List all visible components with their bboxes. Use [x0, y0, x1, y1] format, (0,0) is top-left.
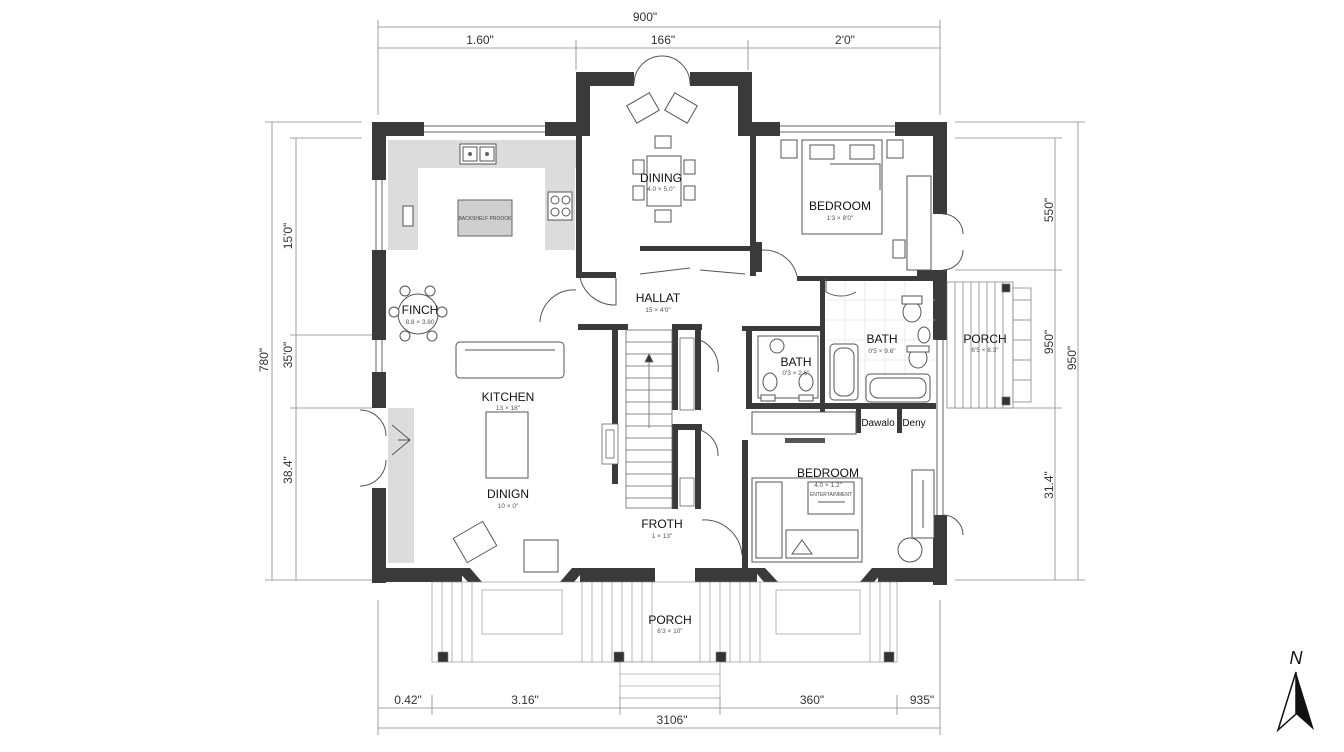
built-in-cabinet	[388, 408, 414, 563]
room-kitchen-size: 13 × 18"	[496, 405, 521, 412]
dimension-lines	[265, 20, 1085, 735]
north-arrow: N	[1276, 648, 1314, 733]
room-bath-center-size: 0'3 × 2.6"	[782, 370, 810, 377]
room-porch-bottom-label: PORCH	[648, 613, 691, 627]
kitchen-living-furniture	[391, 341, 565, 573]
dim-right-lower: 31.4"	[1042, 471, 1056, 499]
room-bedroom-main-size: 4.0 × 1.2"	[814, 482, 842, 489]
room-bath-right-label: BATH	[866, 332, 897, 346]
room-finch-size: 8.8 × 3.80	[405, 319, 434, 326]
windows	[375, 125, 944, 515]
room-froth-label: FROTH	[641, 517, 682, 531]
dim-bottom-3: 360"	[800, 693, 824, 707]
dim-left-mid: 35'0"	[281, 342, 295, 369]
room-bath-right-size: 0'5 × 9.6"	[868, 348, 896, 355]
dim-top-overall: 900"	[633, 10, 657, 24]
room-porch-right-label: PORCH	[963, 332, 1006, 346]
dim-top-mid: 166"	[651, 33, 675, 47]
dim-bottom-2: 3.16"	[511, 693, 539, 707]
exterior-walls	[372, 72, 947, 585]
north-arrow-icon	[1296, 672, 1314, 730]
dim-bottom-1: 0.42"	[394, 693, 422, 707]
dim-bottom-overall: 3106"	[657, 713, 688, 727]
dim-right-overall: 950"	[1065, 346, 1079, 370]
dim-right-upper: 550"	[1042, 198, 1056, 222]
room-kitchen-label: KITCHEN	[482, 390, 535, 404]
room-dining-top-size: 4.0 × 5.0"	[647, 186, 675, 193]
dim-left-upper: 15'0"	[281, 223, 295, 250]
kitchen-fixtures: BACKSHELF PROOOK	[402, 143, 573, 237]
room-bedroom-main-label: BEDROOM	[797, 466, 859, 480]
room-dining-main-label: DINIGN	[487, 487, 529, 501]
room-closet-b-label: Deny	[902, 418, 925, 429]
bath-right-fixtures	[826, 282, 935, 403]
dim-top-left: 1.60"	[466, 33, 494, 47]
room-bath-center-label: BATH	[780, 355, 811, 369]
porch-bottom	[431, 581, 898, 699]
staircase	[601, 329, 695, 509]
dim-left-lower: 38.4"	[281, 456, 295, 484]
room-bedroom-top-size: 1'3 × 8'0"	[827, 215, 854, 222]
room-hallat-size: 15 × 4'0"	[645, 307, 671, 314]
tv-label: ENTERTAINMENT	[810, 492, 852, 498]
finch-table	[388, 285, 448, 342]
porch-right	[946, 281, 1032, 409]
room-hallat-label: HALLAT	[636, 291, 681, 305]
north-label: N	[1290, 648, 1304, 668]
dining-furniture-top	[626, 92, 698, 223]
room-closet-a-label: Dawalo	[861, 418, 895, 429]
dim-left-overall: 780"	[257, 348, 271, 372]
closet-fixtures	[751, 411, 857, 443]
room-finch-label: FINCH	[402, 303, 439, 317]
room-dining-top-label: DINING	[640, 171, 682, 185]
island-label: BACKSHELF PROOOK	[458, 216, 512, 222]
dim-bottom-4: 935"	[910, 693, 934, 707]
room-dining-main-size: 10 × 0"	[498, 503, 519, 510]
room-bedroom-top-label: BEDROOM	[809, 199, 871, 213]
dim-top-right: 2'0"	[835, 33, 855, 47]
bath-center-fixtures	[757, 335, 819, 402]
room-froth-size: 1 × 13"	[652, 533, 673, 540]
interior-walls	[576, 136, 947, 568]
dim-right-mid: 950"	[1042, 330, 1056, 354]
room-porch-right-size: 6'5 × 8.3"	[971, 347, 999, 354]
room-porch-bottom-size: 6'3 × 10"	[657, 628, 683, 635]
bedroom-top-furniture	[780, 139, 932, 271]
bedroom-main-furniture: ENTERTAINMENT	[751, 469, 935, 563]
